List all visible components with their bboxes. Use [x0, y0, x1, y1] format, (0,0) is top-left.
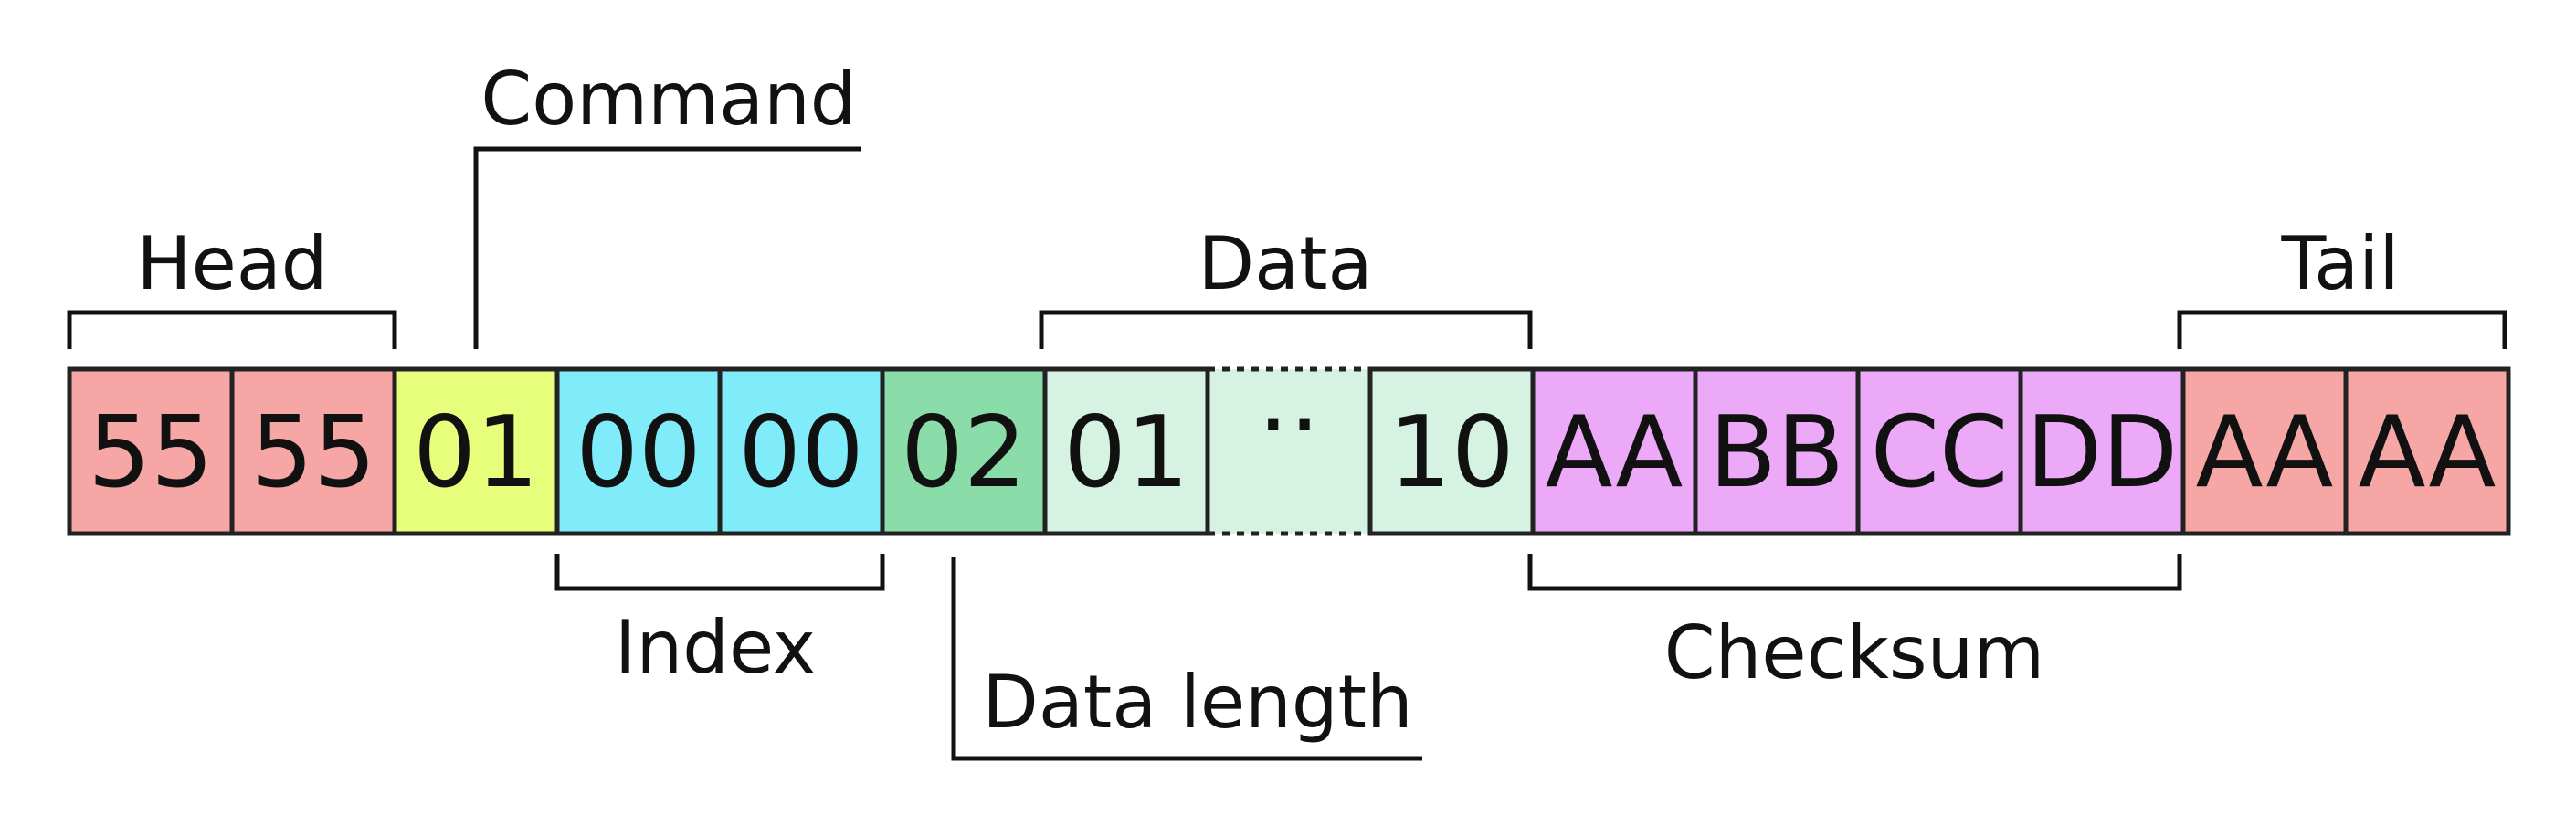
byte-cell-value: ·· [1258, 368, 1321, 482]
head-bracket [67, 310, 397, 349]
byte-cell-value: 01 [1063, 396, 1188, 510]
byte-cell-value: 55 [88, 396, 213, 510]
byte-cell-value: 10 [1388, 396, 1514, 510]
byte-cell-value: 02 [901, 396, 1026, 510]
byte-cell-value: 00 [575, 396, 701, 510]
byte-cell-value: AA [2196, 396, 2334, 510]
byte-cell-value: 55 [250, 396, 375, 510]
byte-cell-checksum: DD [2018, 366, 2186, 536]
byte-cell-tail: AA [2180, 366, 2349, 536]
byte-cell-box [2343, 366, 2511, 536]
data-length-leader-line [951, 557, 1422, 761]
data-bracket [1039, 310, 1533, 349]
byte-cell-box [1855, 366, 2023, 536]
byte-cell-box [717, 366, 885, 536]
byte-cell-data: 10 [1367, 366, 1536, 536]
byte-cell-command: 01 [392, 366, 560, 536]
byte-cell-box [880, 366, 1048, 536]
byte-cell-index: 00 [554, 366, 723, 536]
byte-cell-data: ·· [1205, 366, 1373, 536]
tail-bracket [2177, 310, 2507, 349]
tail-label: Tail [2280, 221, 2399, 306]
byte-cell-box [2018, 366, 2186, 536]
byte-cell-value: AA [2359, 396, 2497, 510]
byte-cell-value: DD [2026, 396, 2178, 510]
command-label: Command [480, 57, 856, 142]
byte-cell-head: 55 [67, 366, 235, 536]
index-bracket [554, 554, 885, 591]
byte-cell-data: 01 [1042, 366, 1210, 536]
checksum-bracket [1527, 554, 2182, 591]
byte-cell-box [1530, 366, 1698, 536]
data-label: Data [1198, 221, 1372, 306]
byte-cell-checksum: CC [1855, 366, 2023, 536]
byte-cell-box [392, 366, 560, 536]
byte-cell-box [229, 366, 397, 536]
byte-cell-tail: AA [2343, 366, 2511, 536]
byte-cell-box [67, 366, 235, 536]
byte-cell-value: AA [1546, 396, 1684, 510]
byte-cell-checksum: AA [1530, 366, 1698, 536]
byte-cell-checksum: BB [1693, 366, 1861, 536]
checksum-label: Checksum [1664, 610, 2044, 695]
byte-cell-value: 01 [413, 396, 538, 510]
byte-cell-box [1042, 366, 1210, 536]
command-leader-line [473, 146, 861, 349]
byte-cell-value: CC [1871, 396, 2009, 510]
byte-cell-data-length: 02 [880, 366, 1048, 536]
byte-cell-box [1208, 369, 1370, 534]
head-label: Head [136, 221, 327, 306]
byte-cell-box [1693, 366, 1861, 536]
byte-cell-value: 00 [738, 396, 863, 510]
byte-cell-index: 00 [717, 366, 885, 536]
byte-cell-head: 55 [229, 366, 397, 536]
byte-cell-value: BB [1709, 396, 1844, 510]
data-length-label: Data length [982, 660, 1412, 745]
index-label: Index [615, 605, 816, 690]
byte-cell-box [1367, 366, 1536, 536]
